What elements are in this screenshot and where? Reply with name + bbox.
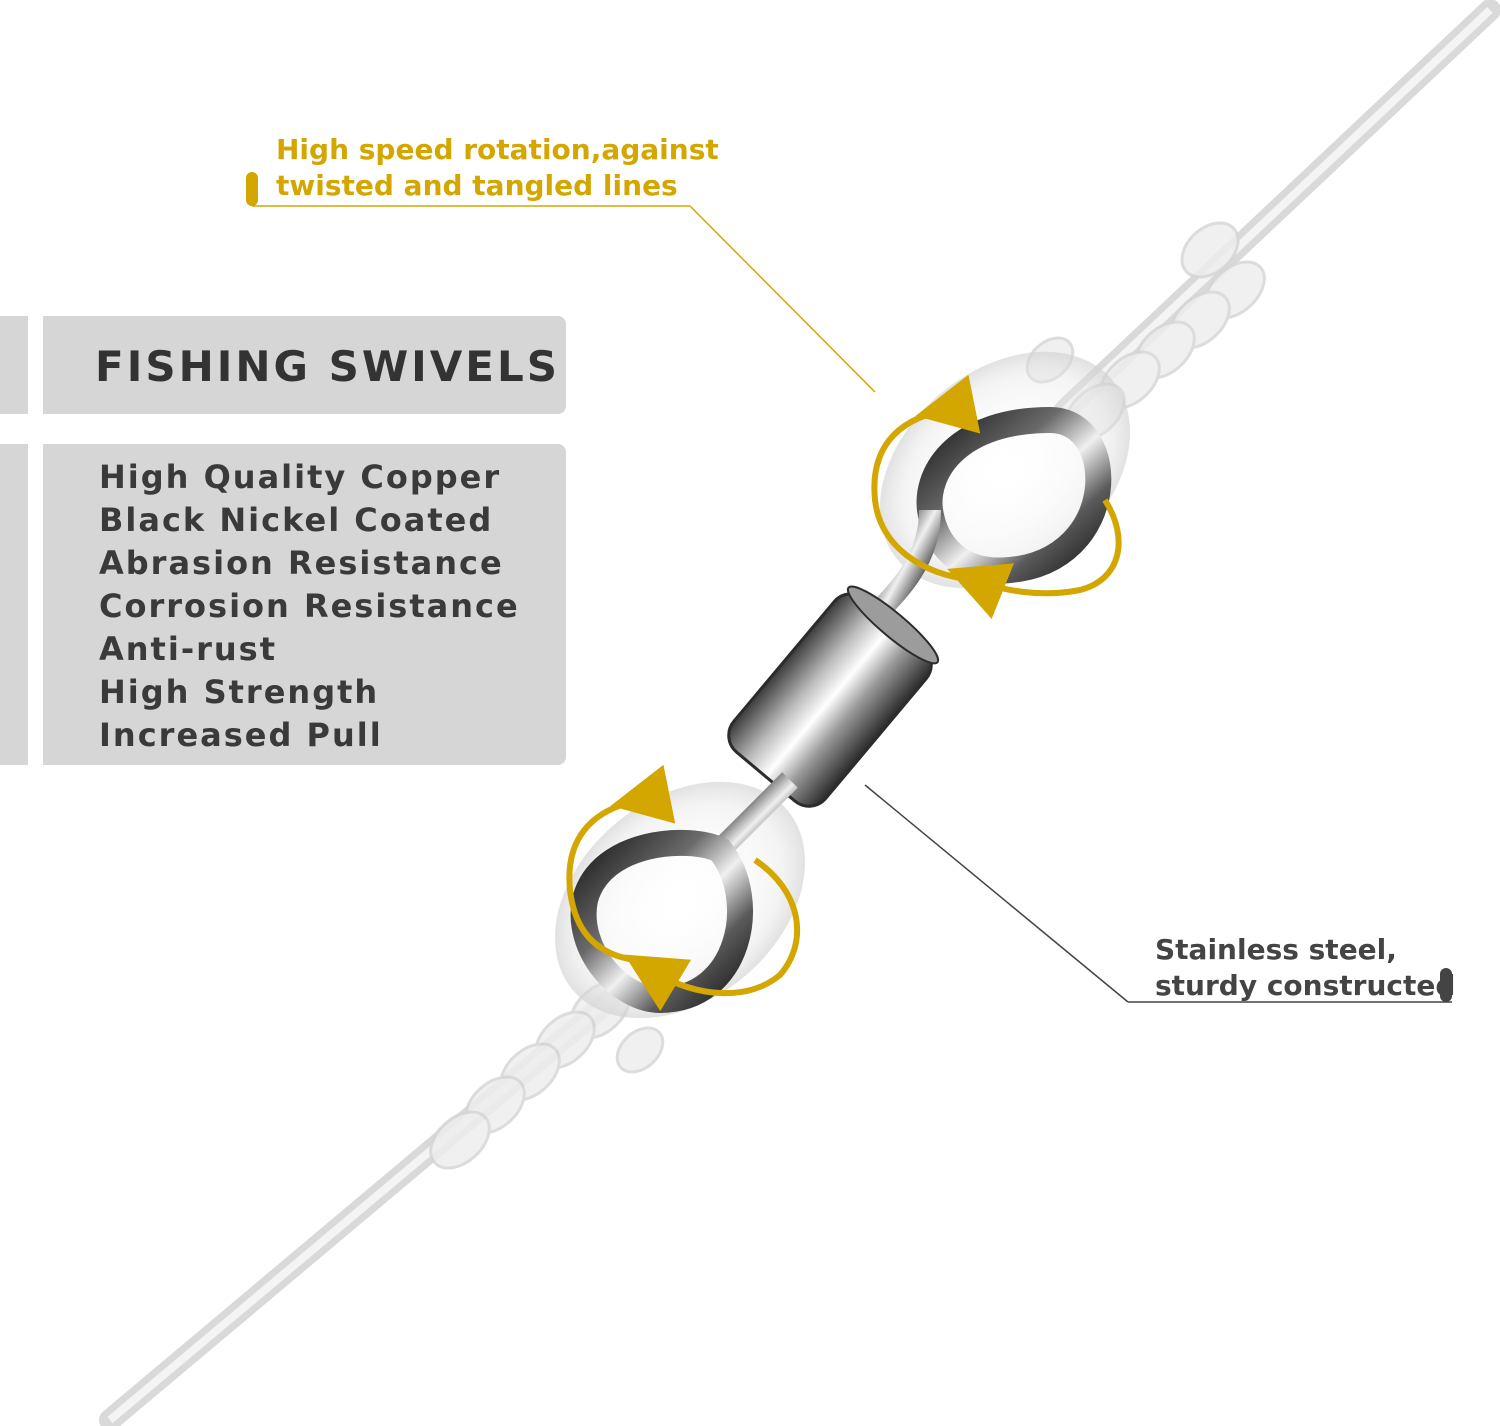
feature-item: High Strength <box>99 673 380 711</box>
material-callout: Stainless steel, sturdy constructed <box>1155 932 1455 1004</box>
feature-item: Abrasion Resistance <box>99 544 504 582</box>
features-panel-stub <box>0 444 28 765</box>
features-panel: High Quality Copper Black Nickel Coated … <box>43 444 566 765</box>
feature-item: Anti-rust <box>99 630 277 668</box>
rotation-callout-line1: High speed rotation,against <box>276 133 719 166</box>
feature-item: Black Nickel Coated <box>99 501 494 539</box>
feature-item: Corrosion Resistance <box>99 587 520 625</box>
product-title: FISHING SWIVELS <box>95 342 560 391</box>
rotation-callout-line2: twisted and tangled lines <box>276 169 678 202</box>
title-panel-stub <box>0 316 28 414</box>
callout-leader-bottom <box>864 784 1452 1003</box>
bead-icon <box>429 980 665 1170</box>
rotation-callout: High speed rotation,against twisted and … <box>276 132 719 204</box>
title-panel: FISHING SWIVELS <box>43 316 566 414</box>
callout-leader-top <box>246 172 876 393</box>
rotation-arrow-icon <box>566 374 1122 1012</box>
material-callout-line2: sturdy constructed <box>1155 969 1456 1002</box>
material-callout-line1: Stainless steel, <box>1155 933 1397 966</box>
feature-item: High Quality Copper <box>99 458 502 496</box>
bead-icon <box>1025 221 1266 442</box>
features-list: High Quality Copper Black Nickel Coated … <box>99 456 520 757</box>
feature-item: Increased Pull <box>99 716 383 754</box>
